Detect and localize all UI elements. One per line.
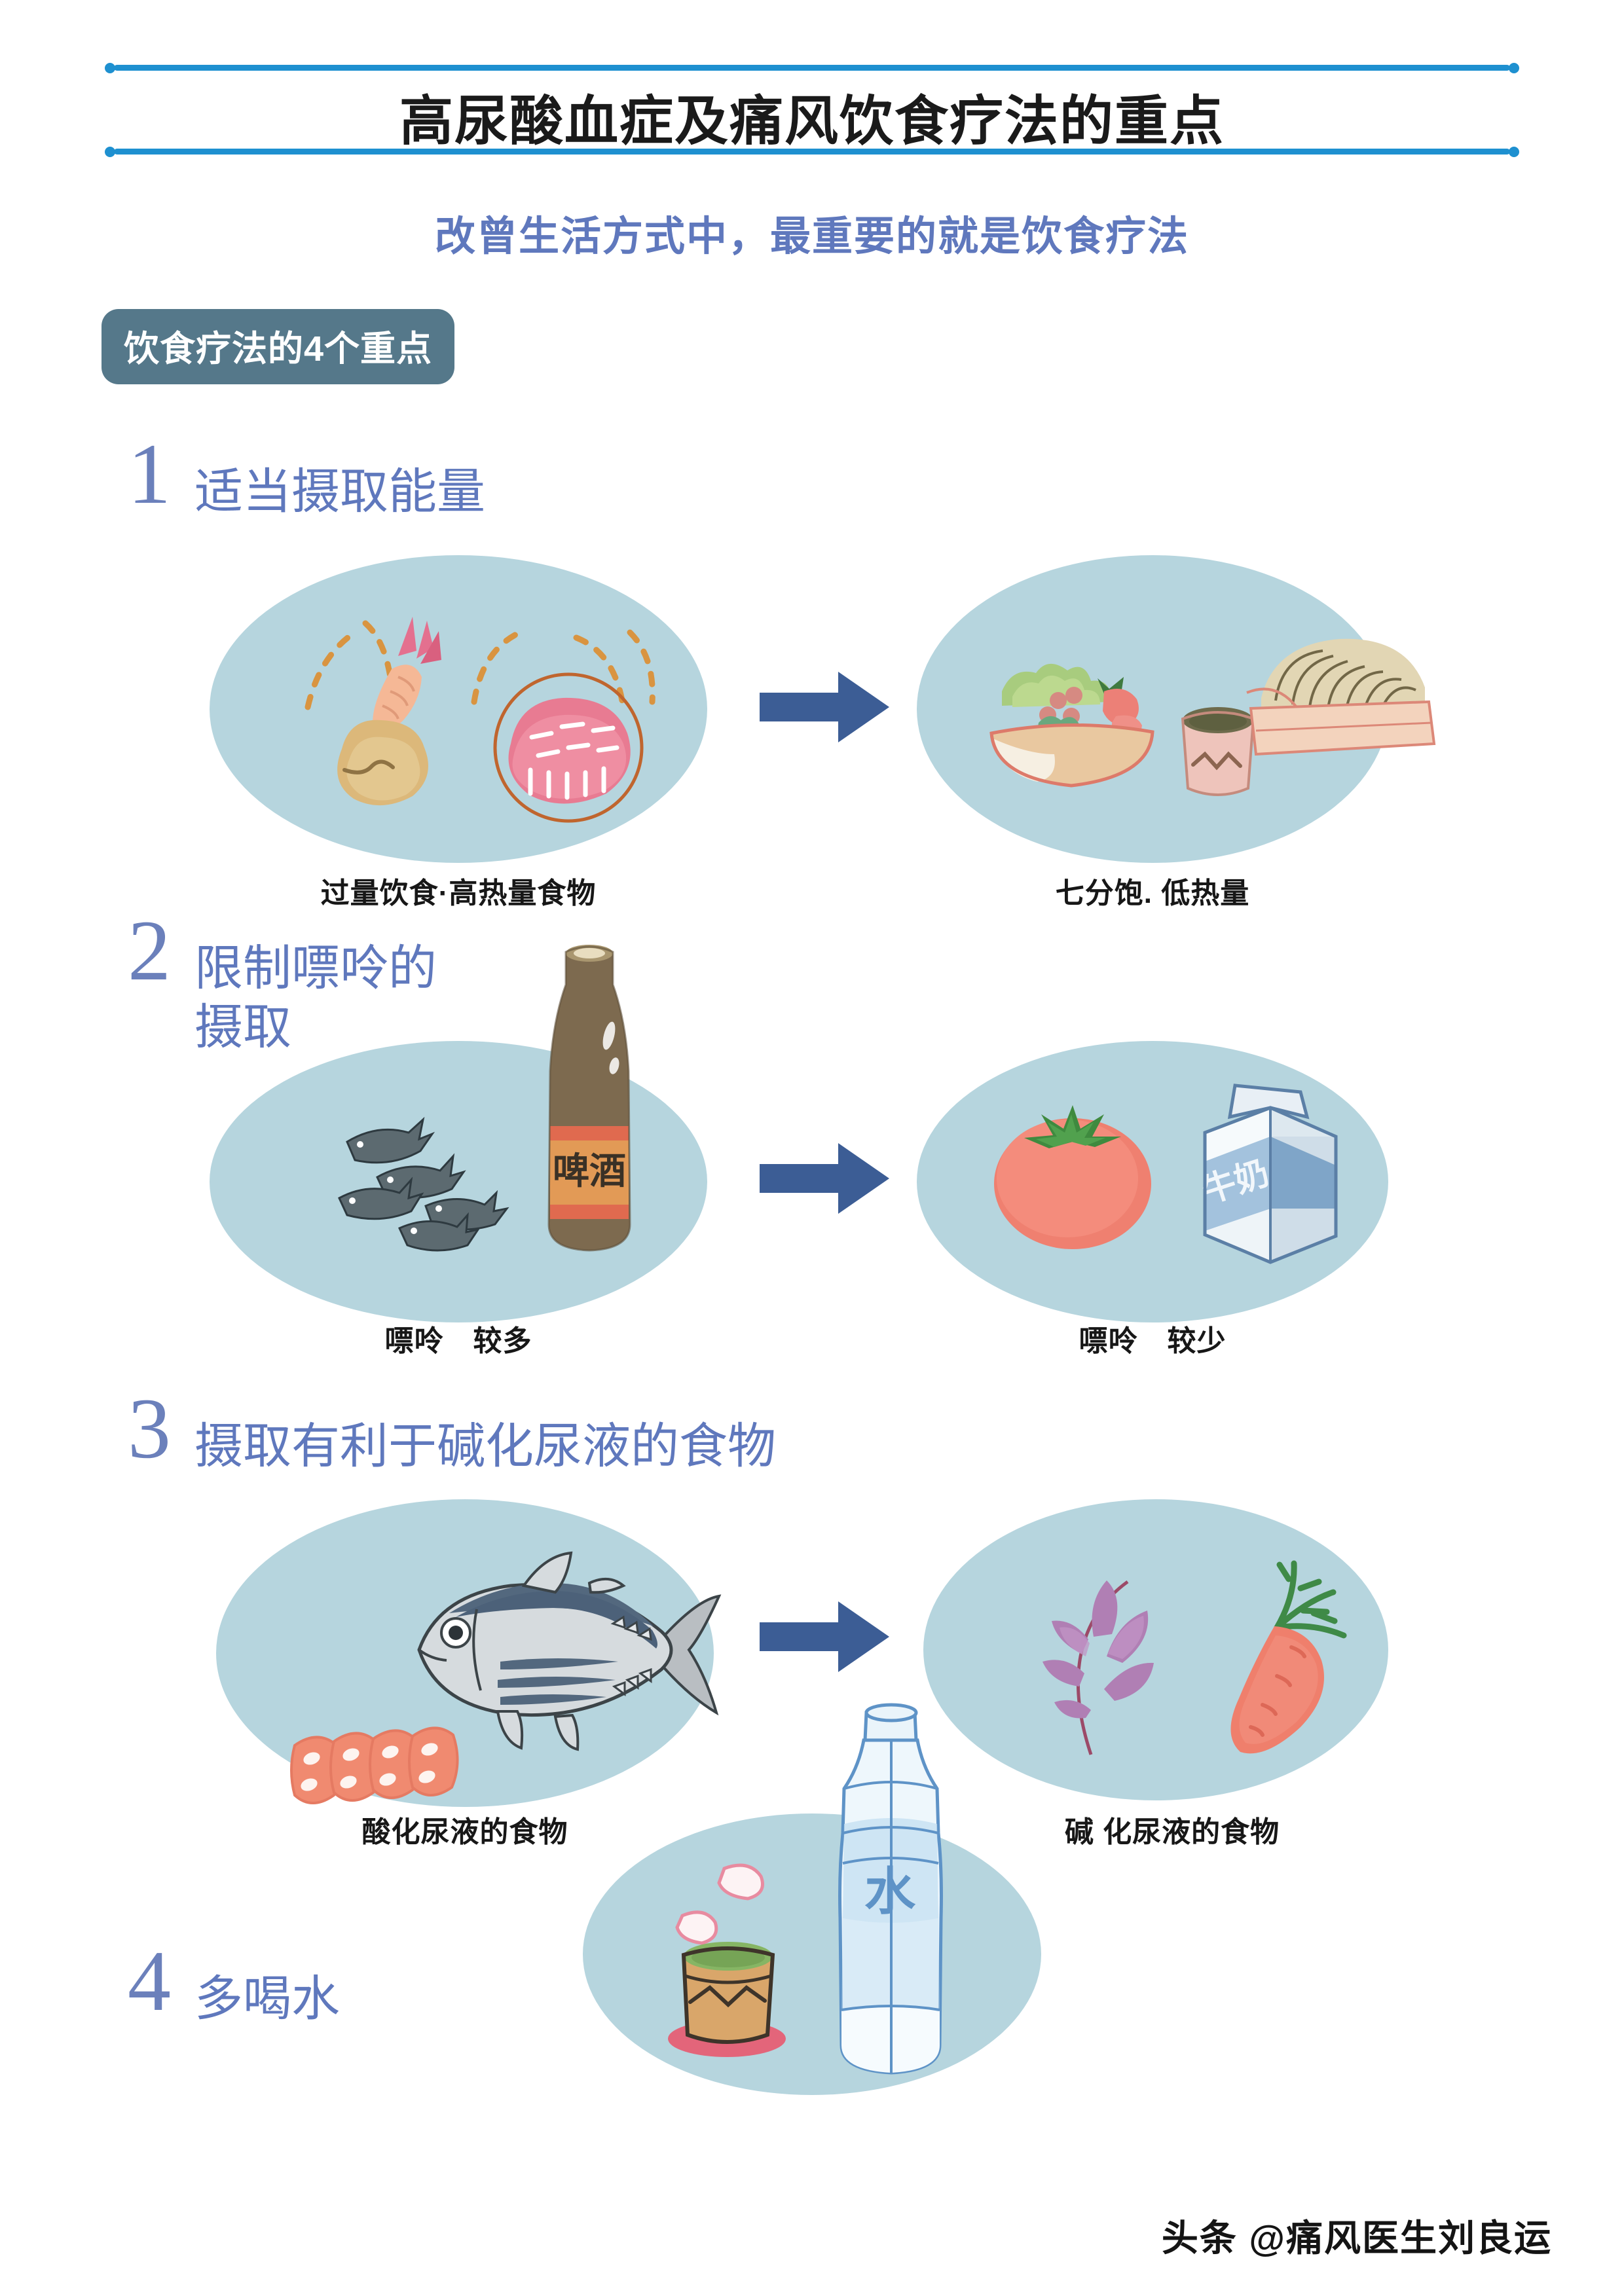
arugula-leaf-icon [1008,1558,1205,1768]
dried-sardines-icon [327,1100,537,1264]
rule-dot-left [105,147,115,157]
rule-dot-left [105,63,115,73]
section-3-heading: 3 摄取有利于碱化尿液的食物 [128,1380,776,1476]
tea-cup-icon [655,1853,819,2069]
water-bottle-label-text: 水 [864,1863,916,1920]
caption-2-right: 嘌呤 较少 [1079,1325,1227,1357]
watermark: 头条 @痛风医生刘良运 [1161,2217,1552,2259]
page-title: 高尿酸血症及痛风饮食疗法的重点 [399,92,1225,151]
arrow-right-icon-3 [760,1597,891,1676]
carrot-icon [1172,1545,1375,1774]
tomato-icon [976,1074,1166,1257]
rule-bar [114,65,1510,71]
illustration-blob-4 [583,1813,1041,2095]
caption-2-left: 嘌呤 较多 [384,1325,532,1357]
section-3-number: 3 [128,1380,171,1476]
arrow-right-icon-2 [760,1139,891,1218]
section-2-title: 限制嘌呤的 摄取 [194,941,437,1055]
rule-bar [114,149,1510,155]
section-1-title: 适当摄取能量 [194,464,485,519]
section-4-title: 多喝水 [194,1971,340,2026]
arrow-right-icon-1 [760,668,891,746]
illustration-blob-1-left [210,555,707,863]
beer-bottle-label-text: 啤酒 [553,1150,626,1192]
header-rule-bottom [105,147,1519,157]
dipping-cup-icon [1172,701,1264,805]
caption-1-left: 过量饮食·高热量食物 [320,877,597,909]
rule-dot-right [1509,147,1519,157]
salad-bowl-icon [976,655,1166,805]
rule-dot-right [1509,63,1519,73]
section-3-title: 摄取有利于碱化尿液的食物 [194,1419,776,1473]
soba-noodles-icon [1238,615,1441,786]
section-badge: 饮食疗法的4个重点 [101,309,455,384]
milk-carton-icon: 牛奶 [1179,1074,1362,1270]
steak-icon [458,629,674,825]
bonito-fish-icon [393,1545,733,1761]
header-rule-top [105,63,1519,73]
tempura-shrimp-icon [282,609,498,825]
section-4-number: 4 [128,1933,171,2029]
sliced-meat-icon [288,1715,471,1833]
section-4-heading: 4 多喝水 [128,1933,340,2029]
beer-bottle-icon: 啤酒 [517,936,661,1277]
caption-1-right: 七分饱. 低热量 [1055,877,1250,909]
caption-3-right: 碱 化尿液的食物 [1064,1816,1280,1848]
page-subtitle: 改曾生活方式中，最重要的就是饮食疗法 [434,214,1189,259]
caption-3-left: 酸化尿液的食物 [361,1816,568,1848]
water-bottle-icon: 水 [809,1702,972,2095]
section-2-heading: 2 限制嘌呤的 摄取 [128,902,437,1057]
section-1-number: 1 [128,426,171,522]
section-1-heading: 1 适当摄取能量 [128,426,485,522]
section-2-number: 2 [128,902,171,998]
